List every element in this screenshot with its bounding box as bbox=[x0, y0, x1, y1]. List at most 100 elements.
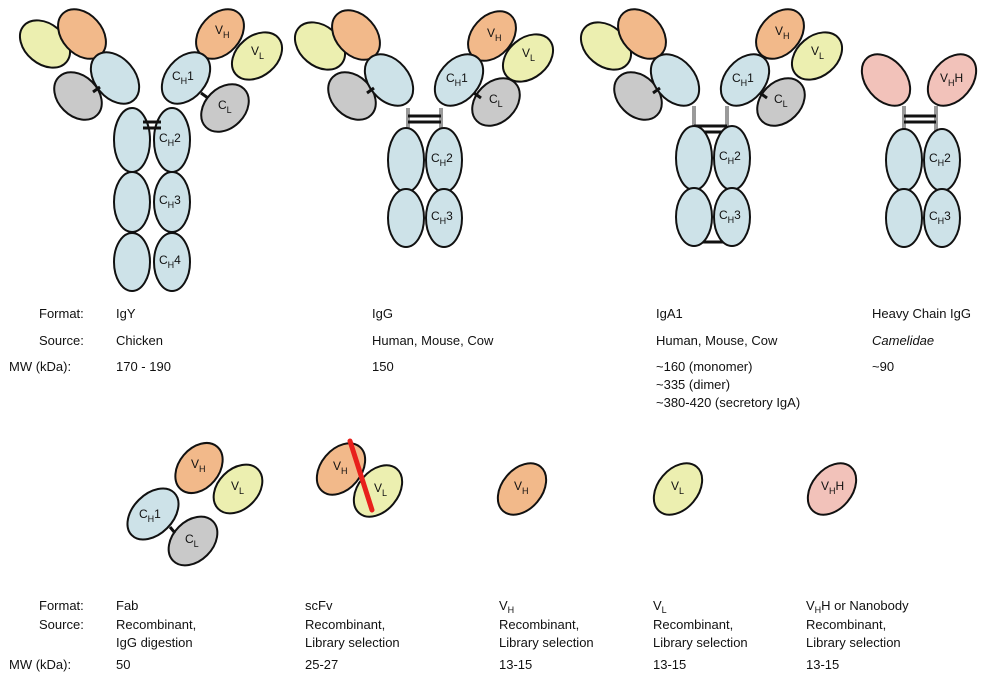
scfv-linker bbox=[347, 438, 375, 513]
igy-right-arm: VH VL CH1 CL bbox=[160, 8, 284, 133]
domain-ch1 bbox=[649, 53, 701, 107]
disulfide-bond bbox=[652, 86, 661, 95]
domain-ch3 bbox=[675, 187, 713, 247]
domain-ch2 bbox=[885, 128, 923, 192]
domain-ch4 bbox=[113, 232, 151, 292]
source-value: Recombinant, bbox=[305, 617, 386, 632]
domain-ch3 bbox=[923, 188, 961, 248]
disulfide-bond bbox=[759, 91, 768, 100]
ch1-label: CH1 bbox=[139, 507, 161, 524]
vhh-label: VHH bbox=[940, 71, 963, 88]
vl-domain-only: VL bbox=[652, 462, 704, 516]
igy-heavy-chains: CH2 CH3 CH4 bbox=[113, 107, 191, 292]
format-value: VL bbox=[653, 598, 667, 615]
fab-fragment: VH VL CH1 CL bbox=[126, 441, 264, 567]
mw-value: 13-15 bbox=[499, 657, 533, 672]
domain-ch4 bbox=[153, 232, 191, 292]
format-value: Heavy Chain IgG bbox=[872, 306, 971, 321]
vhh-label: VHH bbox=[821, 479, 844, 496]
disulfide-bond bbox=[168, 526, 177, 534]
domain-vl bbox=[790, 31, 844, 81]
vh-label: VH bbox=[191, 457, 206, 474]
cl-label: CL bbox=[489, 92, 503, 109]
iga1-antibody: VH VL CH1 CL CH2 CH3 bbox=[579, 8, 844, 247]
row-label-format: Format: bbox=[39, 306, 84, 321]
ch1-label: CH1 bbox=[732, 71, 754, 88]
format-value: VHH or Nanobody bbox=[806, 598, 909, 615]
row-label-mw: MW (kDa): bbox=[9, 359, 72, 374]
vh-domain-only: VH bbox=[496, 462, 548, 516]
domain-ch3 bbox=[713, 187, 751, 247]
source-value: Recombinant, bbox=[116, 617, 197, 632]
ch3-label: CH3 bbox=[929, 209, 951, 226]
domain-ch3 bbox=[113, 171, 151, 233]
source-value: Recombinant, bbox=[499, 617, 580, 632]
domain-ch3 bbox=[387, 188, 425, 248]
mw-value: 25-27 bbox=[305, 657, 339, 672]
source-value: Library selection bbox=[305, 635, 400, 650]
mw-value: ~335 (dimer) bbox=[656, 377, 731, 392]
vh-label: VH bbox=[775, 24, 790, 41]
vl-label: VL bbox=[251, 44, 264, 61]
row-label-source: Source: bbox=[39, 617, 84, 632]
vl-label: VL bbox=[522, 46, 535, 63]
igy-antibody: VH VL CH1 CL CH2 CH3 CH4 bbox=[18, 8, 284, 292]
domain-vl bbox=[212, 463, 264, 515]
disulfide-bond bbox=[473, 91, 482, 100]
vl-label: VL bbox=[811, 44, 824, 61]
source-value: IgG digestion bbox=[116, 635, 193, 650]
disulfide-bond bbox=[200, 91, 209, 100]
domain-ch2 bbox=[675, 125, 713, 191]
domain-cl bbox=[53, 71, 103, 121]
row-label-source: Source: bbox=[39, 333, 84, 348]
source-value: Recombinant, bbox=[653, 617, 734, 632]
format-value: VH bbox=[499, 598, 515, 615]
source-value: Recombinant, bbox=[806, 617, 887, 632]
row-label-mw: MW (kDa): bbox=[9, 657, 72, 672]
domain-vl bbox=[230, 31, 284, 81]
domain-ch1 bbox=[160, 51, 212, 105]
vl-label: VL bbox=[231, 479, 244, 496]
domain-vhh bbox=[926, 53, 978, 107]
domain-ch1 bbox=[363, 53, 415, 107]
igg-antibody: VH VL CH1 CL CH2 CH3 bbox=[293, 9, 555, 248]
ch2-label: CH2 bbox=[159, 131, 181, 148]
domain-cl bbox=[200, 83, 250, 133]
domain-ch3 bbox=[425, 188, 463, 248]
ch2-label: CH2 bbox=[719, 149, 741, 166]
domain-ch1 bbox=[126, 487, 180, 541]
mw-value: 13-15 bbox=[806, 657, 840, 672]
format-value: IgA1 bbox=[656, 306, 683, 321]
domain-vh bbox=[496, 462, 548, 516]
ch3-label: CH3 bbox=[719, 208, 741, 225]
ch2-label: CH2 bbox=[431, 151, 453, 168]
row-label-format: Format: bbox=[39, 598, 84, 613]
format-value: Fab bbox=[116, 598, 139, 613]
mw-value: 50 bbox=[116, 657, 131, 672]
ch1-label: CH1 bbox=[172, 69, 194, 86]
source-value: Camelidae bbox=[872, 333, 935, 348]
ch3-label: CH3 bbox=[431, 209, 453, 226]
domain-vhh bbox=[806, 462, 858, 516]
source-value: Human, Mouse, Cow bbox=[656, 333, 778, 348]
vl-label: VL bbox=[671, 479, 684, 496]
mw-value: ~160 (monomer) bbox=[656, 359, 753, 374]
format-value: scFv bbox=[305, 598, 333, 613]
disulfide-bond bbox=[366, 86, 375, 95]
cl-label: CL bbox=[185, 532, 199, 549]
source-value: Library selection bbox=[499, 635, 594, 650]
domain-vh bbox=[174, 441, 224, 495]
mw-value: ~380-420 (secretory IgA) bbox=[656, 395, 801, 410]
cl-label: CL bbox=[774, 92, 788, 109]
vh-label: VH bbox=[487, 26, 502, 43]
scfv-fragment: VH VL bbox=[315, 438, 404, 518]
mw-value: 170 - 190 bbox=[116, 359, 171, 374]
disulfide-bond bbox=[92, 85, 101, 94]
domain-ch2 bbox=[387, 127, 425, 193]
source-value: Library selection bbox=[653, 635, 748, 650]
mw-value: ~90 bbox=[872, 359, 895, 374]
igy-left-arm bbox=[18, 8, 141, 121]
vhh-domain-only: VHH bbox=[806, 462, 858, 516]
vh-label: VH bbox=[514, 479, 529, 496]
